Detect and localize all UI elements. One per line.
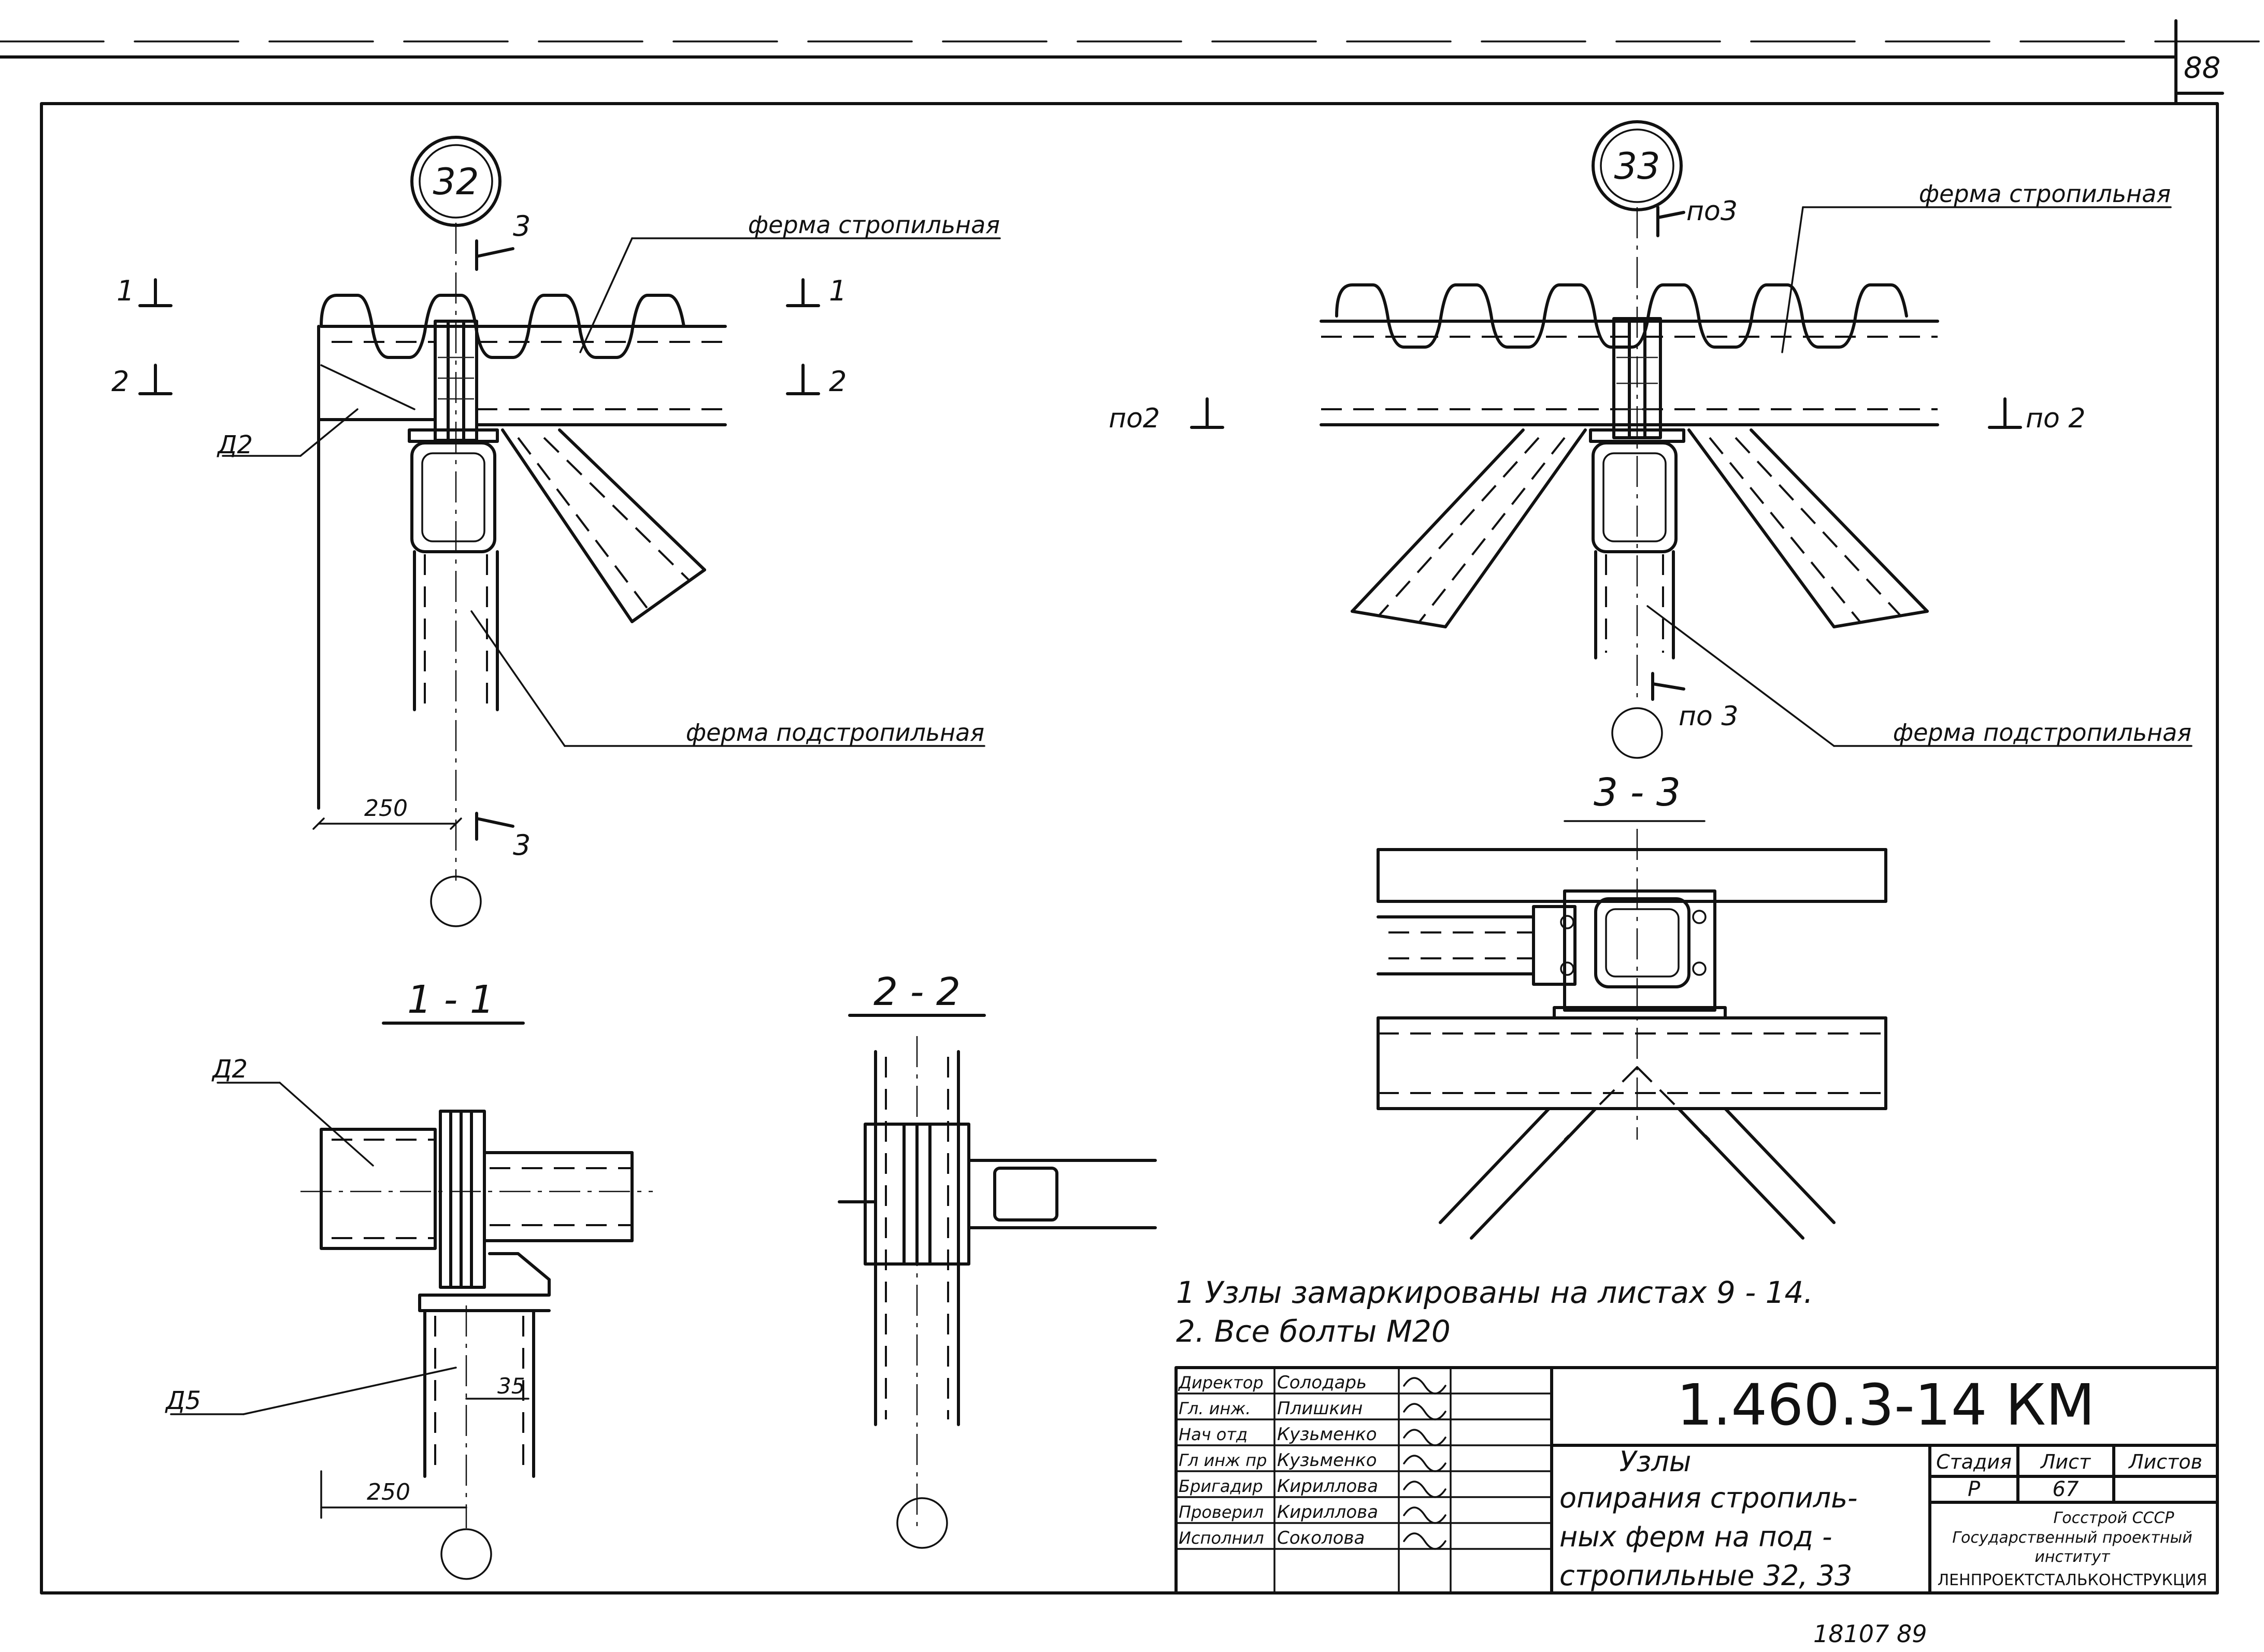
node-32-cut-1-right: 1 xyxy=(829,275,847,307)
note-2: 2. Все болты М20 xyxy=(1176,1314,1451,1349)
title-line-2: опирания стропиль- xyxy=(1559,1482,1858,1514)
node-32-cut-1-left: 1 xyxy=(117,275,134,307)
org-line-1: Госстрой СССР xyxy=(2054,1509,2175,1527)
node-33-drawing xyxy=(1190,120,2193,759)
staff-name-5: Кириллова xyxy=(1277,1502,1378,1522)
section-3-3-drawing xyxy=(1377,820,1887,1240)
sheet-value: 67 xyxy=(2053,1477,2079,1501)
title-line-3: ных ферм на под - xyxy=(1559,1520,1832,1553)
staff-name-1: Плишкин xyxy=(1277,1398,1363,1419)
section-1-1-drawing xyxy=(170,1022,653,1580)
node-32-rafter-truss-label: ферма стропильная xyxy=(748,211,1000,239)
section-2-2-title: 2 - 2 xyxy=(873,970,961,1014)
node-32-detail-ref: Д2 xyxy=(217,430,253,459)
note-1: 1 Узлы замаркированы на листах 9 - 14. xyxy=(1176,1275,1813,1310)
org-line-4: ЛЕНПРОЕКТСТАЛЬКОНСТРУКЦИЯ xyxy=(1938,1571,2208,1589)
bottom-stamp: 18107 89 xyxy=(1813,1620,1927,1648)
section-1-1-detail-d5: Д5 xyxy=(165,1386,201,1415)
title-line-4: стропильные 32, 33 xyxy=(1559,1559,1852,1592)
section-1-1-detail-d2: Д2 xyxy=(211,1055,248,1084)
staff-role-5: Проверил xyxy=(1179,1502,1264,1522)
section-1-1-dim-35: 35 xyxy=(497,1373,525,1399)
staff-name-2: Кузьменко xyxy=(1277,1424,1377,1445)
section-1-1-dim-250: 250 xyxy=(367,1479,410,1505)
staff-role-4: Бригадир xyxy=(1179,1476,1263,1496)
staff-name-6: Соколова xyxy=(1277,1528,1365,1548)
node-32-sub-truss-label: ферма подстропильная xyxy=(686,719,984,746)
staff-role-1: Гл. инж. xyxy=(1179,1399,1251,1418)
sheets-header: Листов xyxy=(2128,1450,2202,1473)
node-32-cut-3-bottom: 3 xyxy=(513,829,531,861)
title-block xyxy=(1174,1366,2219,1594)
node-33-label: 33 xyxy=(1614,145,1660,188)
org-line-2: Государственный проектный xyxy=(1952,1529,2192,1547)
sheet-frame xyxy=(0,19,2264,1594)
staff-role-2: Нач отд xyxy=(1179,1425,1248,1444)
staff-role-6: Исполнил xyxy=(1179,1528,1264,1548)
staff-name-3: Кузьменко xyxy=(1277,1450,1377,1471)
section-3-3-title: 3 - 3 xyxy=(1594,770,1681,815)
stage-header: Стадия xyxy=(1936,1450,2012,1473)
document-code: 1.460.3-14 КМ xyxy=(1676,1372,2095,1438)
section-1-1-title: 1 - 1 xyxy=(407,978,494,1022)
node-33-ref-po3-top: по3 xyxy=(1686,196,1738,227)
sheet-number: 88 xyxy=(2184,51,2220,85)
staff-name-4: Кириллова xyxy=(1277,1476,1378,1497)
node-32-dim-250: 250 xyxy=(364,795,408,822)
node-33-ref-po2-right: по 2 xyxy=(2026,403,2085,434)
node-32-cut-3-top: 3 xyxy=(513,210,531,242)
node-33-sub-truss-label: ферма подстропильная xyxy=(1893,719,2191,746)
node-32-cut-2-left: 2 xyxy=(111,365,129,398)
staff-role-3: Гл инж пр xyxy=(1179,1450,1267,1470)
org-line-3: институт xyxy=(2034,1548,2111,1566)
node-32-cut-2-right: 2 xyxy=(829,365,847,398)
node-33-rafter-truss-label: ферма стропильная xyxy=(1919,180,2171,208)
sheet-header: Лист xyxy=(2040,1450,2091,1473)
node-33-ref-po2-left: по2 xyxy=(1109,403,1160,434)
staff-name-0: Солодарь xyxy=(1277,1372,1367,1393)
stage-value: Р xyxy=(1968,1477,1981,1501)
node-32-label: 32 xyxy=(433,161,479,203)
title-line-1: Узлы xyxy=(1620,1445,1692,1478)
node-32-drawing xyxy=(138,136,1001,927)
node-33-ref-po3-bottom: по 3 xyxy=(1679,701,1738,732)
staff-role-0: Директор xyxy=(1178,1373,1264,1392)
section-2-2-drawing xyxy=(838,1014,1157,1549)
